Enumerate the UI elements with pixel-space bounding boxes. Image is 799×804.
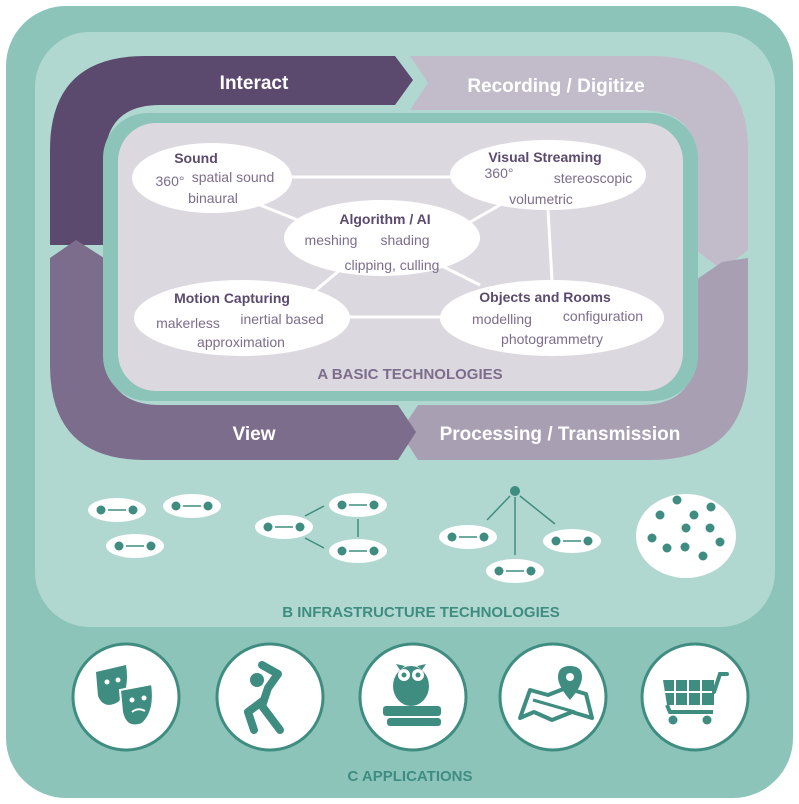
algorithm-item-clipping: clipping, culling xyxy=(345,257,440,273)
motion-item-approximation: approximation xyxy=(197,334,285,350)
algorithm-node xyxy=(284,200,480,276)
fitness-person-icon xyxy=(215,642,325,752)
algorithm-item-shading: shading xyxy=(380,232,429,248)
sound-title: Sound xyxy=(174,150,218,166)
algorithm-item-meshing: meshing xyxy=(305,232,358,248)
interact-label: Interact xyxy=(220,73,289,94)
network-mesh-cluster xyxy=(255,493,387,563)
recording-arrow xyxy=(410,56,748,270)
objects-item-configuration: configuration xyxy=(563,308,643,324)
objects-rooms-node xyxy=(440,280,664,356)
objects-title: Objects and Rooms xyxy=(479,289,611,305)
view-label: View xyxy=(233,424,276,445)
network-cloud-cluster xyxy=(636,494,736,578)
infrastructure-title: B INFRASTRUCTURE TECHNOLOGIES xyxy=(282,604,560,621)
motion-item-inertial: inertial based xyxy=(240,311,323,327)
sound-item-binaural: binaural xyxy=(188,190,238,206)
visual-item-stereoscopic: stereoscopic xyxy=(554,170,633,186)
motion-capturing-node xyxy=(134,280,350,356)
theater-masks-icon xyxy=(71,642,181,752)
map-pin-icon xyxy=(498,642,608,752)
recording-label: Recording / Digitize xyxy=(467,76,644,97)
objects-item-modelling: modelling xyxy=(472,311,532,327)
interact-arrow xyxy=(50,56,413,245)
sound-item-360: 360° xyxy=(156,173,185,189)
applications-title: C APPLICATIONS xyxy=(347,768,472,785)
network-broadcast-cluster xyxy=(439,486,601,583)
visual-streaming-node xyxy=(450,140,646,210)
sound-node xyxy=(132,143,292,213)
shopping-cart-icon xyxy=(640,642,750,752)
objects-item-photogrammetry: photogrammetry xyxy=(501,331,603,347)
view-arrow xyxy=(50,240,416,460)
basic-technologies-title: A BASIC TECHNOLOGIES xyxy=(317,366,502,383)
algorithm-title: Algorithm / AI xyxy=(339,211,430,227)
motion-item-makerless: makerless xyxy=(156,315,220,331)
visual-title: Visual Streaming xyxy=(488,149,601,165)
owl-books-icon xyxy=(358,642,468,752)
processing-arrow xyxy=(400,258,748,460)
visual-item-360: 360° xyxy=(485,165,514,181)
network-pairs-cluster xyxy=(88,494,221,558)
processing-label: Processing / Transmission xyxy=(440,424,681,445)
visual-item-volumetric: volumetric xyxy=(509,191,573,207)
sound-item-spatial: spatial sound xyxy=(192,169,275,185)
motion-title: Motion Capturing xyxy=(174,290,290,306)
